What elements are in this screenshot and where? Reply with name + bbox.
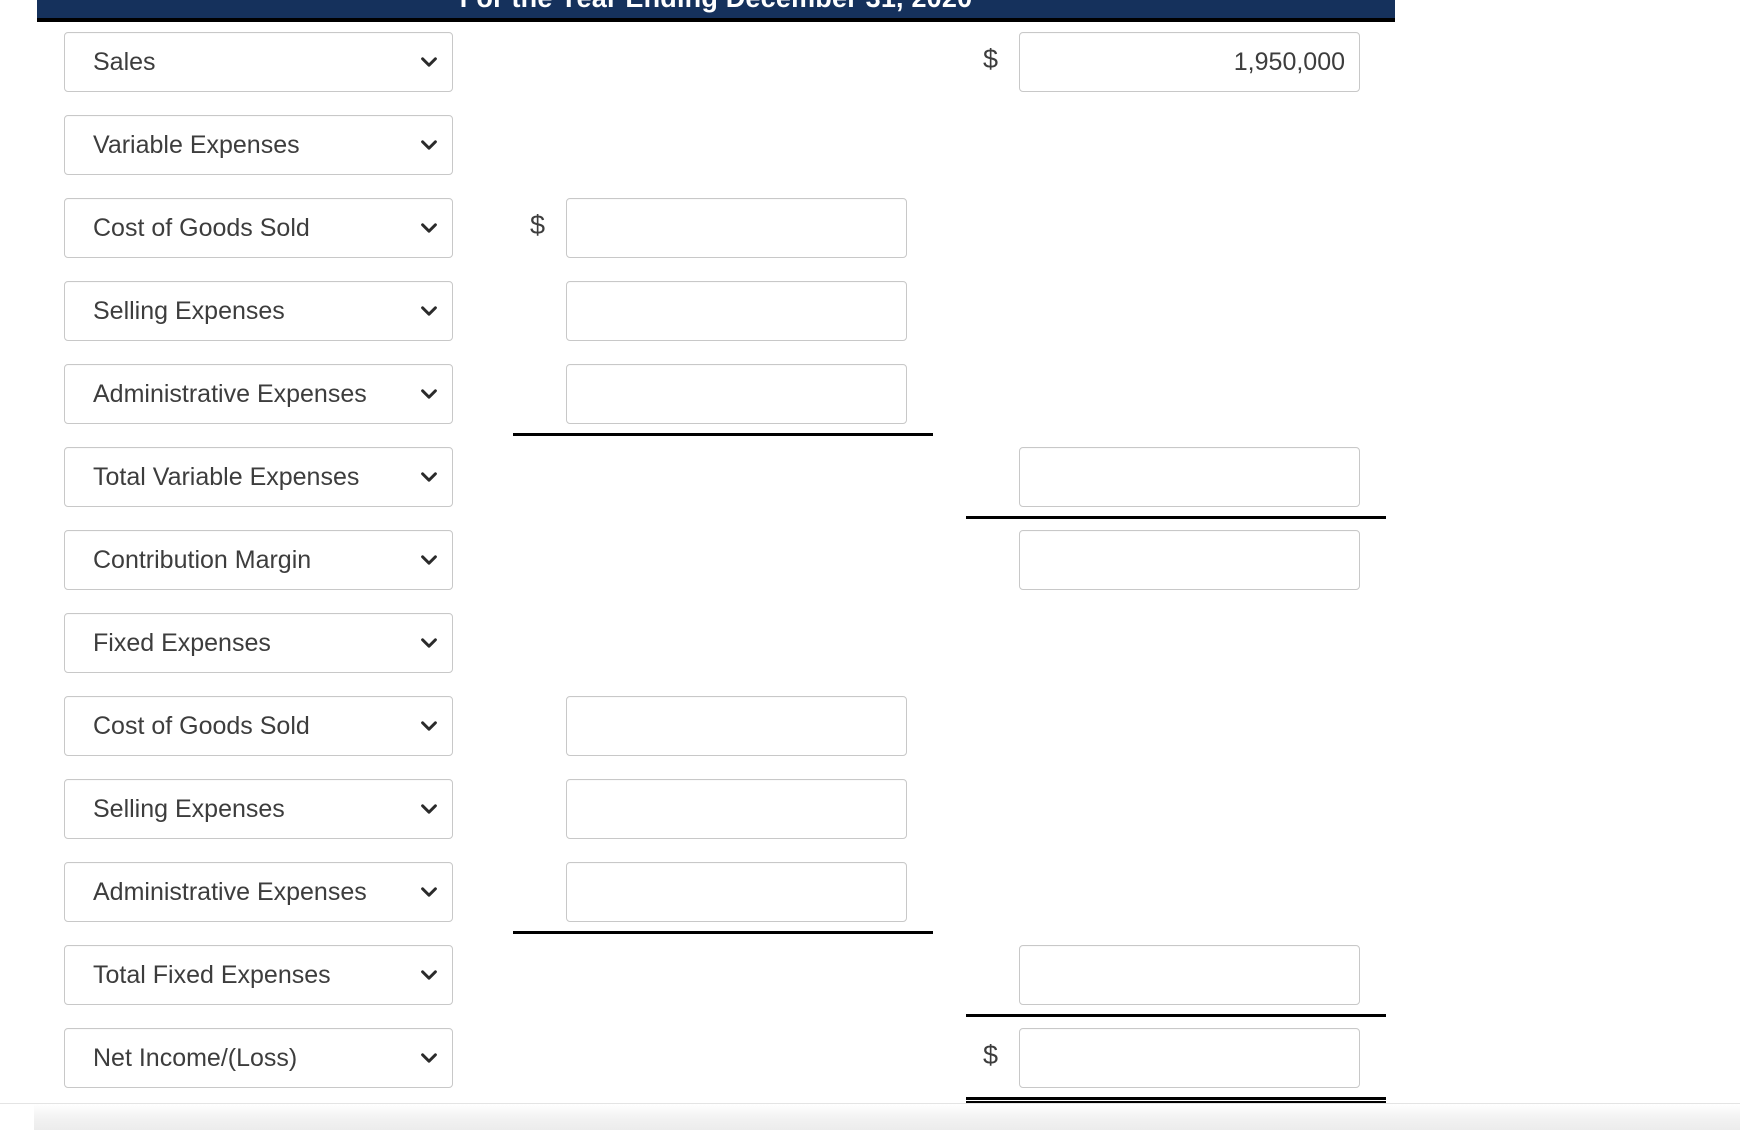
account-select-8[interactable]: Cost of Goods Sold bbox=[64, 696, 453, 756]
statement-row: Administrative Expenses bbox=[0, 852, 1740, 935]
account-select-4[interactable]: Administrative Expenses bbox=[64, 364, 453, 424]
account-select-label: Net Income/(Loss) bbox=[93, 1043, 298, 1072]
account-select-label: Cost of Goods Sold bbox=[93, 213, 310, 242]
total-double-rule-right bbox=[966, 1097, 1386, 1104]
chevron-down-icon bbox=[412, 549, 440, 571]
account-select-5[interactable]: Total Variable Expenses bbox=[64, 447, 453, 507]
amount-input-middle-4[interactable] bbox=[566, 364, 907, 424]
statement-row: Sales $1,950,000 bbox=[0, 22, 1740, 105]
chevron-down-icon bbox=[412, 217, 440, 239]
account-select-label: Administrative Expenses bbox=[93, 877, 367, 906]
chevron-down-icon bbox=[412, 1047, 440, 1069]
account-select-label: Total Variable Expenses bbox=[93, 462, 360, 491]
subtotal-rule-right bbox=[966, 1014, 1386, 1017]
subtotal-rule-right bbox=[966, 516, 1386, 519]
statement-row: Fixed Expenses bbox=[0, 603, 1740, 686]
subtotal-rule-middle bbox=[513, 433, 933, 436]
account-select-label: Administrative Expenses bbox=[93, 379, 367, 408]
amount-input-right-12[interactable] bbox=[1019, 1028, 1360, 1088]
account-select-2[interactable]: Cost of Goods Sold bbox=[64, 198, 453, 258]
dollar-sign-right: $ bbox=[983, 1040, 999, 1070]
amount-input-right-11[interactable] bbox=[1019, 945, 1360, 1005]
chevron-down-icon bbox=[412, 383, 440, 405]
account-select-label: Contribution Margin bbox=[93, 545, 312, 574]
statement-row: Variable Expenses bbox=[0, 105, 1740, 188]
account-select-0[interactable]: Sales bbox=[64, 32, 453, 92]
statement-row: Selling Expenses bbox=[0, 769, 1740, 852]
account-select-1[interactable]: Variable Expenses bbox=[64, 115, 453, 175]
account-select-label: Selling Expenses bbox=[93, 794, 285, 823]
chevron-down-icon bbox=[412, 632, 440, 654]
account-select-label: Cost of Goods Sold bbox=[93, 711, 310, 740]
chevron-down-icon bbox=[412, 134, 440, 156]
chevron-down-icon bbox=[412, 881, 440, 903]
account-select-6[interactable]: Contribution Margin bbox=[64, 530, 453, 590]
statement-row: Net Income/(Loss) $ bbox=[0, 1018, 1740, 1104]
account-select-12[interactable]: Net Income/(Loss) bbox=[64, 1028, 453, 1088]
footer-left-edge bbox=[0, 1104, 34, 1130]
chevron-down-icon bbox=[412, 466, 440, 488]
amount-input-middle-3[interactable] bbox=[566, 281, 907, 341]
statement-row: Selling Expenses bbox=[0, 271, 1740, 354]
account-select-10[interactable]: Administrative Expenses bbox=[64, 862, 453, 922]
amount-input-right-5[interactable] bbox=[1019, 447, 1360, 507]
statement-row: Administrative Expenses bbox=[0, 354, 1740, 437]
account-select-label: Sales bbox=[93, 47, 156, 76]
subtotal-rule-middle bbox=[513, 931, 933, 934]
account-select-label: Total Fixed Expenses bbox=[93, 960, 331, 989]
amount-input-right-6[interactable] bbox=[1019, 530, 1360, 590]
dollar-sign-middle: $ bbox=[530, 210, 546, 240]
statement-row: Total Variable Expenses bbox=[0, 437, 1740, 520]
account-select-label: Variable Expenses bbox=[93, 130, 300, 159]
account-select-7[interactable]: Fixed Expenses bbox=[64, 613, 453, 673]
statement-row: Cost of Goods Sold $ bbox=[0, 188, 1740, 271]
amount-input-middle-10[interactable] bbox=[566, 862, 907, 922]
account-select-3[interactable]: Selling Expenses bbox=[64, 281, 453, 341]
statement-row: Contribution Margin bbox=[0, 520, 1740, 603]
account-select-label: Fixed Expenses bbox=[93, 628, 271, 657]
account-select-11[interactable]: Total Fixed Expenses bbox=[64, 945, 453, 1005]
statement-row: Cost of Goods Sold bbox=[0, 686, 1740, 769]
page-footer-strip bbox=[0, 1103, 1740, 1130]
amount-input-middle-2[interactable] bbox=[566, 198, 907, 258]
statement-header-banner: For the Year Ending December 31, 2020 bbox=[37, 0, 1395, 22]
chevron-down-icon bbox=[412, 300, 440, 322]
account-select-9[interactable]: Selling Expenses bbox=[64, 779, 453, 839]
chevron-down-icon bbox=[412, 51, 440, 73]
statement-header-title: For the Year Ending December 31, 2020 bbox=[460, 0, 973, 14]
chevron-down-icon bbox=[412, 798, 440, 820]
chevron-down-icon bbox=[412, 715, 440, 737]
dollar-sign-right: $ bbox=[983, 44, 999, 74]
account-select-label: Selling Expenses bbox=[93, 296, 285, 325]
amount-input-right-0[interactable]: 1,950,000 bbox=[1019, 32, 1360, 92]
amount-input-middle-8[interactable] bbox=[566, 696, 907, 756]
statement-row: Total Fixed Expenses bbox=[0, 935, 1740, 1018]
chevron-down-icon bbox=[412, 964, 440, 986]
amount-input-middle-9[interactable] bbox=[566, 779, 907, 839]
